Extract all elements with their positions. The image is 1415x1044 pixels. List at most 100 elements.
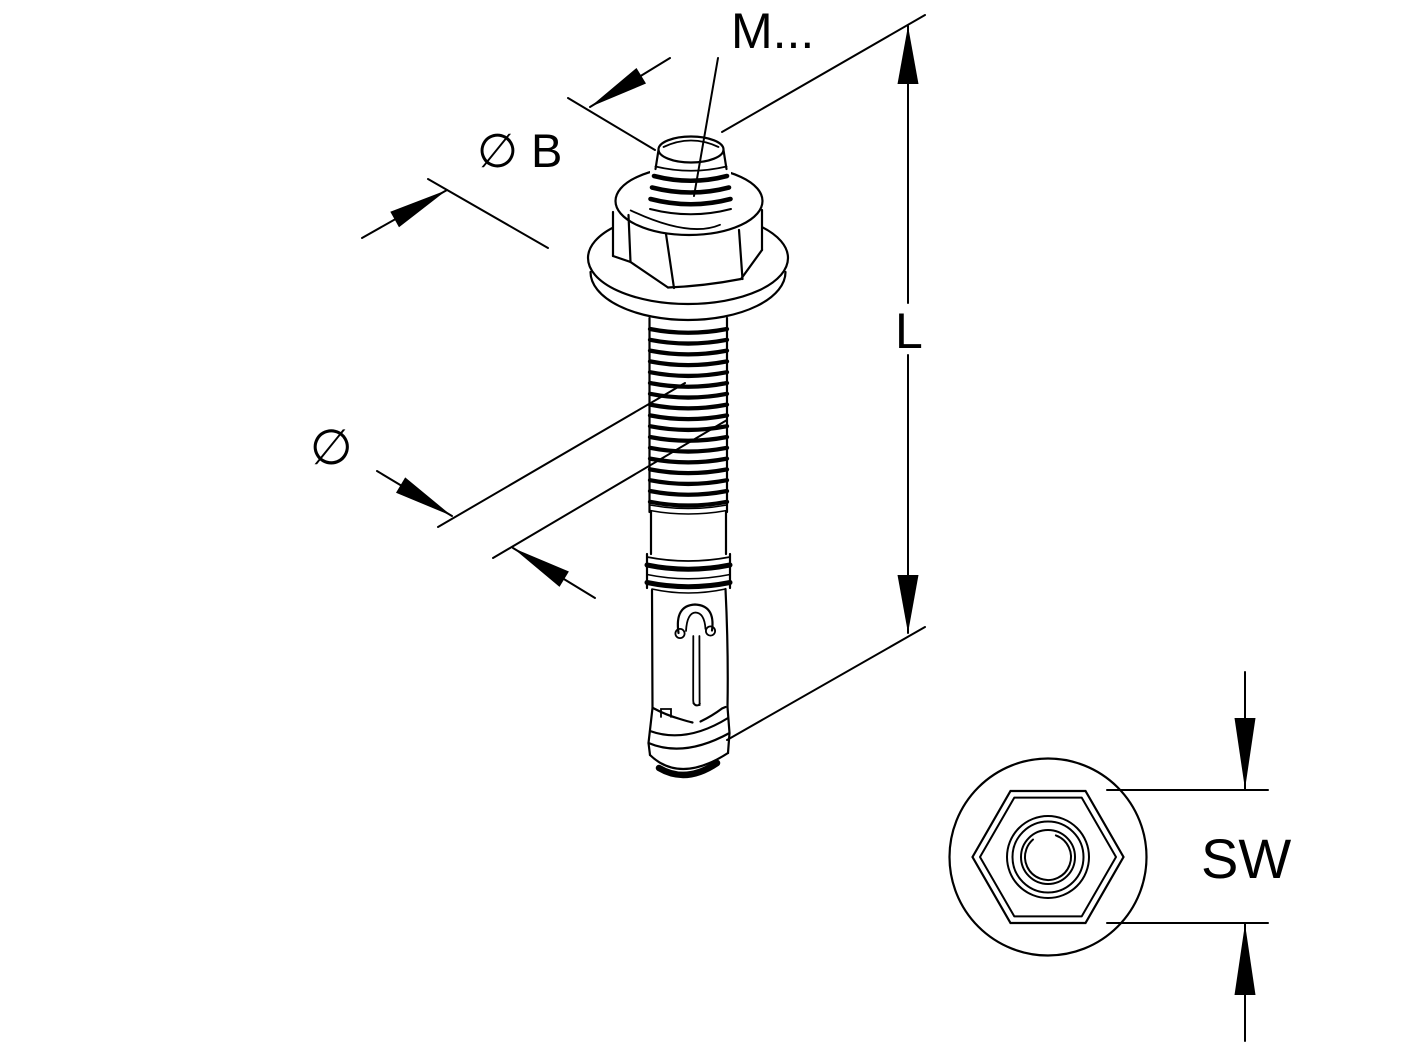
slot-stem-foot: [692, 702, 701, 707]
thread-band: [647, 380, 730, 389]
nut-fill: [613, 208, 762, 288]
diameter-b-extension-line: [567, 97, 656, 151]
thread-crest-circle: [1020, 829, 1076, 885]
dimensions: M... ∅ B ∅: [310, 3, 926, 741]
shaft-diameter-extension-line: [437, 382, 686, 528]
tip-dome: [648, 751, 730, 771]
thread-band: [647, 337, 730, 346]
stud-thread-ring: [648, 196, 733, 207]
stud-thread-ring: [651, 173, 730, 183]
cone-arc: [648, 716, 730, 737]
diameter-b-arrowhead: [590, 68, 646, 107]
washer-bottom-arc: [589, 270, 787, 322]
dimension-length: L: [721, 14, 926, 741]
collar-arc: [646, 573, 731, 580]
length-extension-line: [721, 14, 926, 133]
collar-arc: [646, 556, 731, 562]
length-arrowhead-top: [897, 26, 919, 84]
thread-band: [647, 499, 730, 508]
nut-bottom-edge: [666, 277, 743, 289]
hex-nut: [611, 165, 764, 290]
shaft-diameter-label: ∅: [310, 421, 353, 475]
keyhole-slot: [674, 603, 717, 707]
stud-end-circle: [1006, 815, 1090, 899]
stud-neck-ring: [654, 165, 728, 172]
nut-chamfer-arc: [629, 209, 721, 230]
bolt-side-view: [586, 135, 790, 779]
dimension-diameter-b: ∅ B: [361, 57, 671, 249]
thread-band: [647, 413, 730, 422]
thread-bands: [647, 326, 730, 508]
thread-band: [647, 402, 730, 411]
nut-facet-edge: [664, 232, 676, 290]
sleeve-right-edge: [724, 587, 729, 709]
diameter-b-label: ∅ B: [477, 124, 562, 177]
nut-bottom-edge: [739, 248, 764, 281]
stud-thread-ring: [649, 208, 732, 216]
sleeve-bottom-edge: [699, 705, 727, 723]
length-extension-line: [726, 626, 926, 741]
sleeve-collar: [644, 552, 733, 590]
sleeve-top-arc: [651, 588, 727, 594]
nut-top-view: [948, 757, 1148, 957]
collar-ring: [644, 580, 733, 590]
anchor-cone-tip: [647, 705, 731, 779]
diameter-b-arrowhead: [390, 190, 447, 228]
thread-band: [647, 348, 730, 357]
nut-facet-edge: [737, 228, 744, 281]
stud-thread-ring: [649, 185, 732, 195]
sleeve-left-edge: [650, 588, 654, 710]
thread-runout-arc: [649, 509, 728, 515]
dimension-thread-size: M...: [693, 3, 814, 197]
cone-left-edge: [647, 706, 654, 745]
thread-size-leader-line: [693, 57, 719, 197]
slot-left-foot: [674, 628, 686, 640]
thread-band: [647, 467, 730, 476]
collar-ring: [644, 562, 733, 572]
cone-right-edge: [726, 705, 731, 735]
length-label: L: [895, 303, 923, 359]
diameter-b-extension-line: [427, 178, 549, 249]
nut-facet-edge: [627, 213, 632, 264]
tip-right-edge: [726, 731, 731, 755]
thread-size-label: M...: [731, 3, 814, 59]
thread-band: [647, 434, 730, 443]
tip-left-edge: [647, 741, 652, 757]
thread-band: [647, 424, 730, 433]
wrench-size-arrowhead-bottom: [1234, 924, 1256, 995]
sleeve-tab-notch: [660, 708, 672, 718]
wrench-size-arrowhead-top: [1234, 718, 1256, 789]
cone-arc: [647, 731, 731, 750]
washer-outline-circle: [948, 757, 1148, 957]
thread-root-circle: [1024, 833, 1072, 881]
expansion-sleeve: [650, 587, 729, 724]
shaft-diameter-extension-line: [492, 419, 728, 559]
thread-band: [647, 391, 730, 400]
thread-band: [647, 359, 730, 368]
thread-band: [647, 478, 730, 487]
thread-band: [647, 370, 730, 379]
hex-chamfer-outline: [979, 796, 1117, 918]
slot-arch-inner: [685, 611, 707, 632]
thread-band: [647, 488, 730, 497]
thread-band: [647, 445, 730, 454]
stud-cap-inner-arc: [662, 139, 720, 148]
stud-chamfer-circle: [1011, 820, 1085, 894]
dimension-shaft-diameter: ∅: [310, 382, 728, 599]
tip-rim: [655, 759, 721, 779]
wrench-size-label: SW: [1201, 827, 1291, 890]
threaded-shaft: [647, 316, 730, 556]
shaft-diameter-arrowhead: [396, 477, 452, 516]
thread-band: [647, 456, 730, 465]
slot-arch-outer: [676, 603, 714, 635]
thread-stud: [648, 135, 733, 216]
thread-band: [647, 326, 730, 335]
dimension-wrench-size: SW: [1106, 671, 1291, 1042]
hex-nut-outline: [971, 789, 1125, 925]
shaft-diameter-arrowhead: [513, 548, 569, 587]
slot-right-foot: [705, 625, 717, 637]
nut-bottom-edge: [611, 254, 670, 289]
thread-runout-arc: [649, 504, 728, 510]
